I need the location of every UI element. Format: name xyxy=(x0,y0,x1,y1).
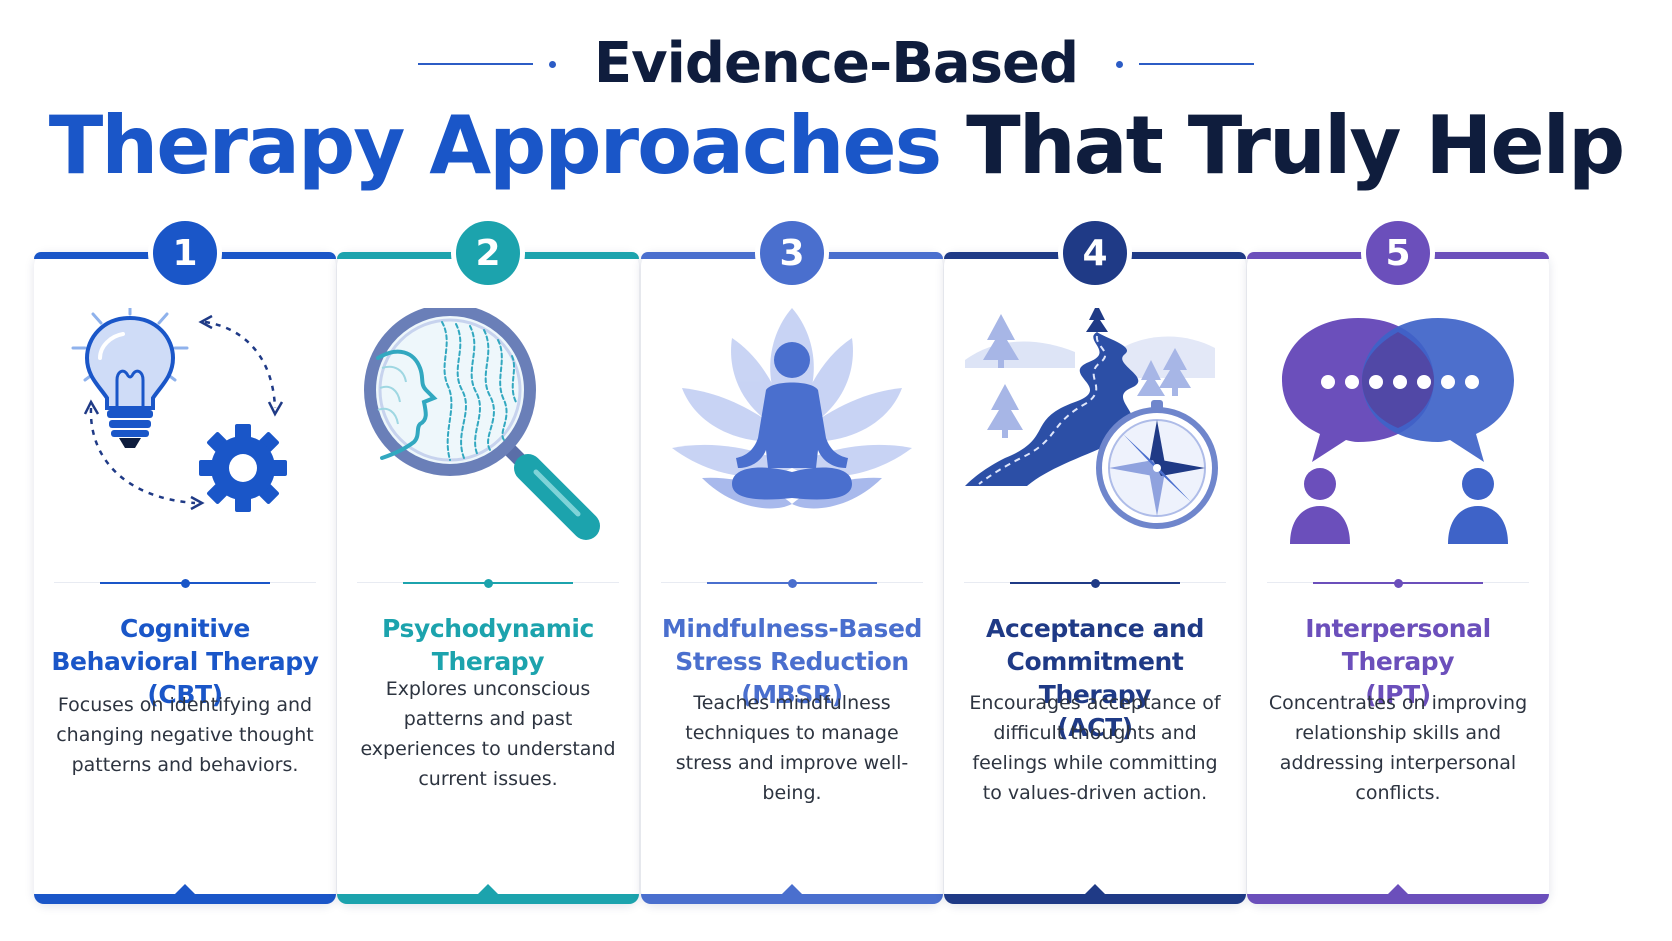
card-mbsr: 3 Mindfulness-Based Stress Reduction (MB… xyxy=(641,216,943,904)
speech-bubbles-people-icon xyxy=(1282,318,1514,544)
card-psychodynamic: 2 Psychodynamic Therapy Explores unconsc… xyxy=(337,216,639,904)
decorative-dot-left xyxy=(548,60,556,68)
card-bottom-accent xyxy=(944,894,1246,904)
page-title-line-1: Evidence-Based xyxy=(593,31,1079,96)
card-description: Explores unconscious patterns and past e… xyxy=(360,678,616,790)
page-title-line-2: Therapy Approaches That Truly Help xyxy=(0,98,1672,194)
card-title: Mindfulness-Based Stress Reduction (MBSR… xyxy=(661,614,923,709)
card-act: 4 Acceptance and xyxy=(944,216,1246,904)
card-title: Psychodynamic Therapy xyxy=(382,614,594,676)
decorative-line-right xyxy=(1139,63,1255,65)
card-bottom-accent xyxy=(337,894,639,904)
bottom-notch-icon xyxy=(477,884,499,895)
card-bottom-accent xyxy=(1247,894,1549,904)
bottom-notch-icon xyxy=(174,884,196,895)
card-ipt: 5 Interpersonal Therapy (IPT xyxy=(1247,216,1549,904)
step-number-badge: 4 xyxy=(1058,216,1132,290)
ornament-divider xyxy=(403,576,573,590)
ornament-divider xyxy=(100,576,270,590)
card-title: Cognitive Behavioral Therapy (CBT) xyxy=(51,614,319,709)
ornament-divider xyxy=(1010,576,1180,590)
page-header: Evidence-Based Therapy Approaches That T… xyxy=(0,0,1672,200)
lightbulb-gear-cycle-icon xyxy=(71,308,287,512)
card-bottom-accent xyxy=(641,894,943,904)
bottom-notch-icon xyxy=(1084,884,1106,895)
step-number-badge: 5 xyxy=(1361,216,1435,290)
card-cbt: 1 xyxy=(34,216,336,904)
step-number-badge: 3 xyxy=(755,216,829,290)
ornament-divider xyxy=(707,576,877,590)
path-compass-icon xyxy=(965,308,1218,529)
step-number-badge: 2 xyxy=(451,216,525,290)
magnifier-profile-icon xyxy=(364,308,600,540)
card-description: Teaches mindfulness techniques to manage… xyxy=(675,692,909,804)
page-title-accent: Therapy Approaches xyxy=(48,99,943,192)
decorative-line-left xyxy=(417,63,533,65)
page-title-dark: That Truly Help xyxy=(966,99,1625,192)
title-line-1-row: Evidence-Based xyxy=(0,28,1672,100)
bottom-notch-icon xyxy=(1387,884,1409,895)
step-number-badge: 1 xyxy=(148,216,222,290)
card-title: Acceptance and Commitment Therapy (ACT) xyxy=(986,614,1204,742)
card-description: Focuses on identifying and changing nega… xyxy=(56,694,314,776)
card-bottom-accent xyxy=(34,894,336,904)
card-description: Encourages acceptance of difficult thoug… xyxy=(969,692,1221,804)
ornament-divider xyxy=(1313,576,1483,590)
bottom-notch-icon xyxy=(781,884,803,895)
card-description: Concentrates on improving relationship s… xyxy=(1268,692,1528,804)
meditation-lotus-icon xyxy=(672,308,912,509)
card-title: Interpersonal Therapy (IPT) xyxy=(1305,614,1491,709)
decorative-dot-right xyxy=(1116,60,1124,68)
